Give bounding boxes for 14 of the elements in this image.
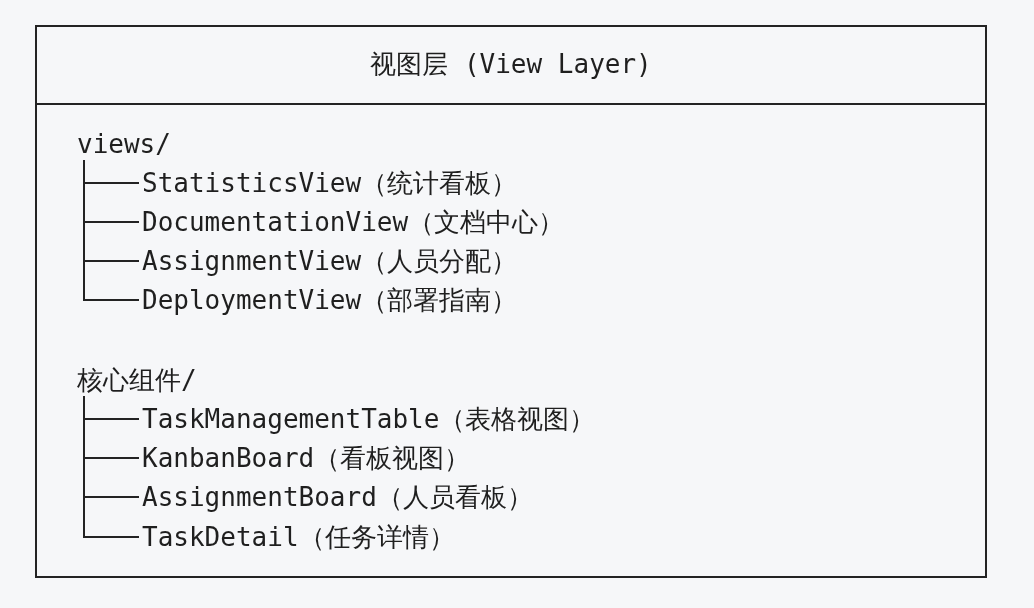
tree-item-label: KanbanBoard（看板视图） bbox=[142, 442, 471, 474]
layer-panel bbox=[35, 25, 987, 578]
tree-branch-line bbox=[83, 395, 140, 538]
tree-item-label: DocumentationView（文档中心） bbox=[142, 206, 565, 238]
folder-label: views/ bbox=[77, 128, 171, 160]
tree-item-label: TaskDetail（任务详情） bbox=[142, 521, 455, 553]
folder-label: 核心组件/ bbox=[77, 364, 197, 396]
tree-branch-line bbox=[83, 159, 140, 301]
panel-title: 视图层 (View Layer) bbox=[370, 48, 652, 80]
tree-item-label: StatisticsView（统计看板） bbox=[142, 167, 518, 199]
tree-item-label: DeploymentView（部署指南） bbox=[142, 284, 518, 316]
tree-item-label: AssignmentBoard（人员看板） bbox=[142, 481, 533, 513]
tree-item-label: TaskManagementTable（表格视图） bbox=[142, 403, 596, 435]
tree-item-label: AssignmentView（人员分配） bbox=[142, 245, 518, 277]
